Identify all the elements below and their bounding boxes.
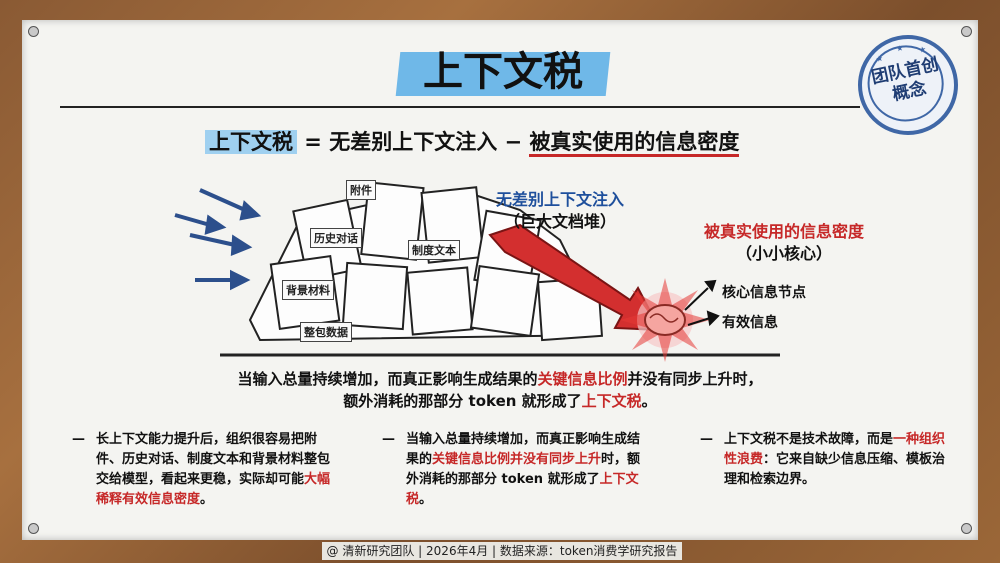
- dash-icon: —: [382, 432, 395, 447]
- column-text: 时，额外消耗的那部分 token 就形成了: [406, 452, 641, 487]
- caption-text: 并没有同步上升时，: [627, 370, 763, 388]
- column-highlight: 一种组织性浪费: [724, 432, 946, 467]
- column-text: ：它来自缺少信息压缩、模板治理和检索边界。: [724, 452, 946, 487]
- column-1: — 长上下文能力提升后，组织很容易把附件、历史对话、制度文本和背景材料整包交给模…: [72, 430, 342, 510]
- formula-left: 上下文税: [205, 130, 297, 154]
- column-text: 长上下文能力提升后，组织很容易把附件、历史对话、制度文本和背景材料整包交给模型，…: [96, 432, 331, 487]
- column-1-text: 长上下文能力提升后，组织很容易把附件、历史对话、制度文本和背景材料整包交给模型，…: [96, 430, 342, 510]
- formula-right: 被真实使用的信息密度: [529, 130, 740, 157]
- title-rule: [60, 106, 860, 108]
- bolt-icon: [961, 26, 972, 37]
- column-2-text: 当输入总量持续增加，而真正影响生成结果的关键信息比例并没有同步上升时，额外消耗的…: [406, 430, 652, 510]
- core-sublabel: （小小核心）: [735, 244, 832, 263]
- node-arrows: [684, 279, 720, 327]
- motion-arrows: [174, 188, 262, 291]
- caption-text: 。: [641, 392, 657, 410]
- pile-label: 无差别上下文注入: [495, 190, 624, 209]
- star-icon: ★: [918, 44, 928, 55]
- column-text: 当输入总量持续增加，而真正影响生成结果的: [406, 432, 641, 467]
- footer-credit: @ 清新研究团队 | 2026年4月 | 数据来源：token消费学研究报告: [322, 542, 682, 560]
- doc-label: 历史对话: [310, 228, 362, 248]
- bolt-icon: [961, 523, 972, 534]
- formula-equals: =: [297, 130, 330, 154]
- main-caption: 当输入总量持续增加，而真正影响生成结果的关键信息比例并没有同步上升时， 额外消耗…: [150, 368, 850, 412]
- doc-label: 附件: [346, 180, 376, 200]
- doc-label: 制度文本: [408, 240, 460, 260]
- star-icon: ★: [875, 53, 884, 64]
- caption-text: 当输入总量持续增加，而真正影响生成结果的: [237, 370, 538, 388]
- page-title: 上下文税: [423, 49, 583, 95]
- title-block: 上下文税: [395, 44, 611, 100]
- caption-highlight: 关键信息比例: [537, 370, 628, 388]
- node-core-info: 核心信息节点: [722, 285, 806, 301]
- stamp-text: 团队首创 概念: [858, 52, 957, 112]
- caption-line-1: 当输入总量持续增加，而真正影响生成结果的关键信息比例并没有同步上升时，: [150, 368, 850, 390]
- dash-icon: —: [72, 432, 85, 447]
- column-text: 。: [200, 492, 214, 507]
- column-2: — 当输入总量持续增加，而真正影响生成结果的关键信息比例并没有同步上升时，额外消…: [382, 430, 652, 510]
- caption-text: 额外消耗的那部分 token 就形成了: [343, 392, 582, 410]
- brain-core: [620, 278, 710, 362]
- formula-minus: −: [497, 130, 530, 154]
- column-highlight: 关键信息比例并没有同步上升: [432, 452, 602, 467]
- doc-label: 整包数据: [300, 322, 352, 342]
- column-highlight: 大幅稀释有效信息密度: [96, 472, 331, 507]
- column-text: 上下文税不是技术故障，而是: [724, 432, 894, 447]
- star-icon: ★: [895, 43, 905, 54]
- doc-label: 背景材料: [282, 280, 334, 300]
- caption-line-2: 额外消耗的那部分 token 就形成了上下文税。: [150, 390, 850, 412]
- column-text: 。: [419, 492, 433, 507]
- core-label: 被真实使用的信息密度: [703, 222, 864, 241]
- column-3-text: 上下文税不是技术故障，而是一种组织性浪费：它来自缺少信息压缩、模板治理和检索边界…: [724, 430, 950, 490]
- dash-icon: —: [700, 432, 713, 447]
- column-3: — 上下文税不是技术故障，而是一种组织性浪费：它来自缺少信息压缩、模板治理和检索…: [700, 430, 950, 490]
- bolt-icon: [28, 26, 39, 37]
- formula-middle: 无差别上下文注入: [329, 130, 498, 154]
- caption-highlight: 上下文税: [581, 392, 642, 410]
- bolt-icon: [28, 523, 39, 534]
- document-pile-illustration: [174, 181, 780, 362]
- node-effective-info: 有效信息: [722, 315, 778, 331]
- pile-sublabel: （巨大文档堆）: [503, 212, 616, 231]
- column-highlight: 上下文税: [406, 472, 639, 507]
- formula: 上下文税 = 无差别上下文注入 − 被真实使用的信息密度: [205, 126, 740, 157]
